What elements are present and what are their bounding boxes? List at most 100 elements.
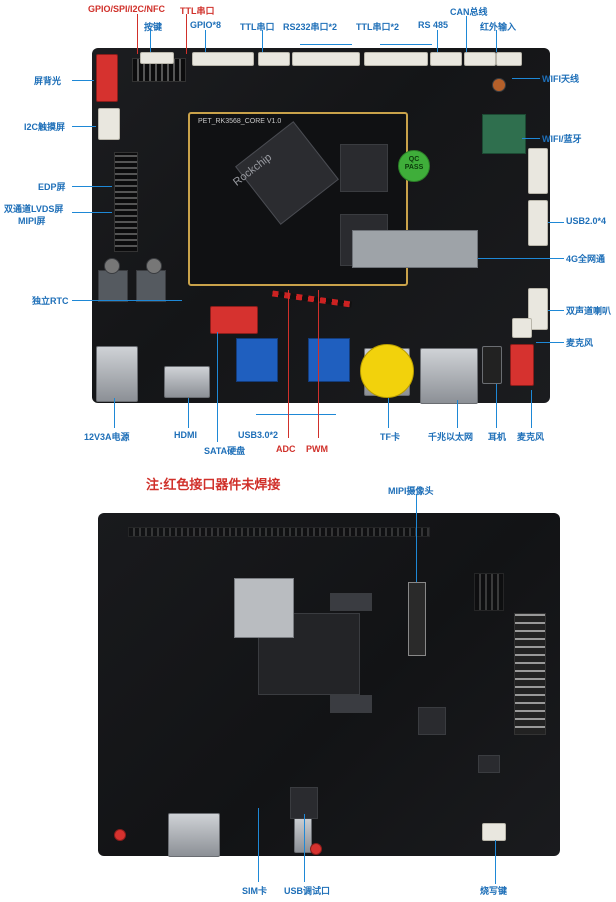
label-can: CAN总线 <box>450 7 488 17</box>
speaker-connector <box>528 288 548 330</box>
i2c-touch-connector <box>98 108 120 140</box>
wifi-antenna-pad <box>492 78 506 92</box>
label-lvds: 双通道LVDS屏 <box>4 204 64 214</box>
leader-line <box>114 398 115 428</box>
ic-chip <box>478 755 500 773</box>
leader-line <box>72 300 182 301</box>
top-pad-row <box>128 527 430 537</box>
button-connector <box>140 52 174 64</box>
pin-pads <box>474 573 504 611</box>
ethernet-port <box>420 348 478 404</box>
leader-line <box>137 14 138 54</box>
leader-line <box>304 814 305 882</box>
label-mic: 麦克风 <box>517 432 545 442</box>
usb2-connector <box>528 148 548 194</box>
label-sim: SIM卡 <box>242 886 268 896</box>
label-sata: SATA硬盘 <box>204 446 246 456</box>
leader-line <box>258 808 259 882</box>
label-hdmi: HDMI <box>174 430 197 440</box>
usb3-port <box>236 338 278 382</box>
leader-line <box>72 80 94 81</box>
mainboard-back-photo <box>98 513 560 857</box>
m2-4g-slot <box>352 230 478 268</box>
ic-chip <box>418 707 446 735</box>
mipi-camera-fpc <box>408 582 426 656</box>
leader-line <box>300 44 352 45</box>
qc-pass-sticker: QC PASS <box>398 150 430 182</box>
mic-connector <box>512 318 532 338</box>
label-usb2: USB2.0*4 <box>566 216 607 226</box>
label-earphone: 耳机 <box>488 432 507 442</box>
leader-line <box>437 30 438 52</box>
label-usb-debug: USB调试口 <box>284 886 331 896</box>
leader-line <box>478 258 564 259</box>
leader-line <box>466 16 467 52</box>
ttl2-connector <box>364 52 428 66</box>
leader-line <box>288 290 289 438</box>
rtc-battery-wire <box>271 290 353 308</box>
burn-key <box>482 823 506 841</box>
red-pad <box>310 843 322 855</box>
label-pwm: PWM <box>306 444 328 454</box>
label-backlight: 屏背光 <box>34 76 62 86</box>
leader-line <box>380 44 432 45</box>
leader-line <box>188 398 189 428</box>
unsoldered-note: 注:红色接口器件未焊接 <box>146 477 281 492</box>
label-power: 12V3A电源 <box>84 432 130 442</box>
usb3-port <box>308 338 350 382</box>
label-rs485: RS 485 <box>418 20 449 30</box>
label-lte: 4G全网通 <box>566 254 606 264</box>
leader-line <box>531 390 532 428</box>
lvds-header <box>114 152 138 252</box>
label-mic-top: 麦克风 <box>566 338 594 348</box>
leader-line <box>72 186 112 187</box>
mainboard-front-photo <box>92 48 550 404</box>
leader-line <box>217 332 218 442</box>
rs232-connector <box>292 52 360 66</box>
sim-card-slot <box>234 578 294 638</box>
inductor <box>136 270 166 302</box>
leader-line <box>256 414 336 415</box>
label-ttl2: TTL串口*2 <box>356 22 400 32</box>
can-connector <box>464 52 496 66</box>
leader-line <box>457 400 458 428</box>
mic-jack <box>510 344 534 386</box>
label-usb3: USB3.0*2 <box>238 430 279 440</box>
red-pad <box>114 829 126 841</box>
leader-line <box>205 30 206 52</box>
qc-pass-text: QC PASS <box>404 156 424 171</box>
label-adc: ADC <box>276 444 296 454</box>
ir-connector <box>496 52 522 66</box>
label-gpio8: GPIO*8 <box>190 20 222 30</box>
leader-line <box>72 126 96 127</box>
right-pin-column <box>514 613 546 735</box>
label-ttl: TTL串口 <box>240 22 275 32</box>
label-button: 按键 <box>144 22 163 32</box>
leader-line <box>416 494 417 582</box>
label-rs232: RS232串口*2 <box>283 22 338 32</box>
rtc-battery <box>360 344 414 398</box>
leader-line <box>72 212 112 213</box>
leader-line <box>548 222 564 223</box>
capacitor <box>146 258 162 274</box>
leader-line <box>262 30 263 52</box>
leader-line <box>522 138 540 139</box>
sata-connector <box>210 306 258 334</box>
ttl-connector <box>258 52 290 66</box>
wifi-bt-module <box>482 114 526 154</box>
label-wifi-antenna: WIFI天线 <box>542 74 579 84</box>
connector-pad <box>330 695 372 713</box>
gpio8-connector <box>192 52 254 66</box>
label-tf: TF卡 <box>380 432 400 442</box>
ethernet-shell <box>168 813 220 857</box>
leader-line <box>536 342 564 343</box>
label-ethernet: 千兆以太网 <box>428 432 474 442</box>
leader-line <box>495 840 496 884</box>
leader-line <box>388 398 389 428</box>
label-mipi-screen: MIPI屏 <box>18 216 46 226</box>
leader-line <box>318 290 319 438</box>
memory-chip <box>340 144 388 192</box>
earphone-jack <box>482 346 502 384</box>
rs485-connector <box>430 52 462 66</box>
label-wifi-bt: WIFI/蓝牙 <box>542 134 582 144</box>
